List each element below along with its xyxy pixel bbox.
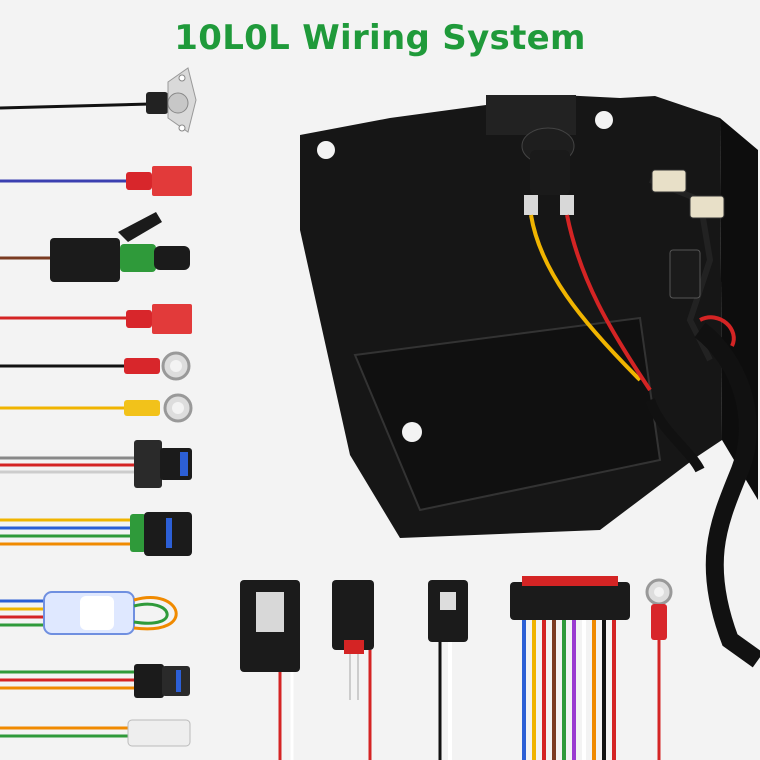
blue-spade-wire: [0, 166, 192, 196]
product-title: 10L0L Wiring System: [174, 18, 586, 58]
red-spade-wire: [0, 304, 192, 334]
thermal-switch-wire: [0, 67, 197, 133]
white-connector-wire: [0, 719, 191, 747]
red-ring-terminal-wire: [0, 351, 191, 381]
led-splice-loop-wire: [0, 591, 178, 635]
multi-wire-green-connector: [0, 512, 192, 556]
red-lock-connector: [332, 580, 374, 760]
red-ring-terminal-vertical: [645, 578, 673, 760]
bracket-wiring: [529, 169, 760, 668]
large-white-pin-connector: [240, 580, 300, 760]
weatherpack-single-connector: [0, 212, 190, 282]
multi-color-harness-connector: [510, 576, 630, 760]
yellow-ring-terminal-wire: [0, 393, 193, 423]
latch-connector: [428, 580, 468, 760]
three-pin-connector-wire: [0, 440, 192, 488]
mounting-bracket: [300, 95, 758, 538]
small-green-connector-wire: [0, 664, 190, 698]
